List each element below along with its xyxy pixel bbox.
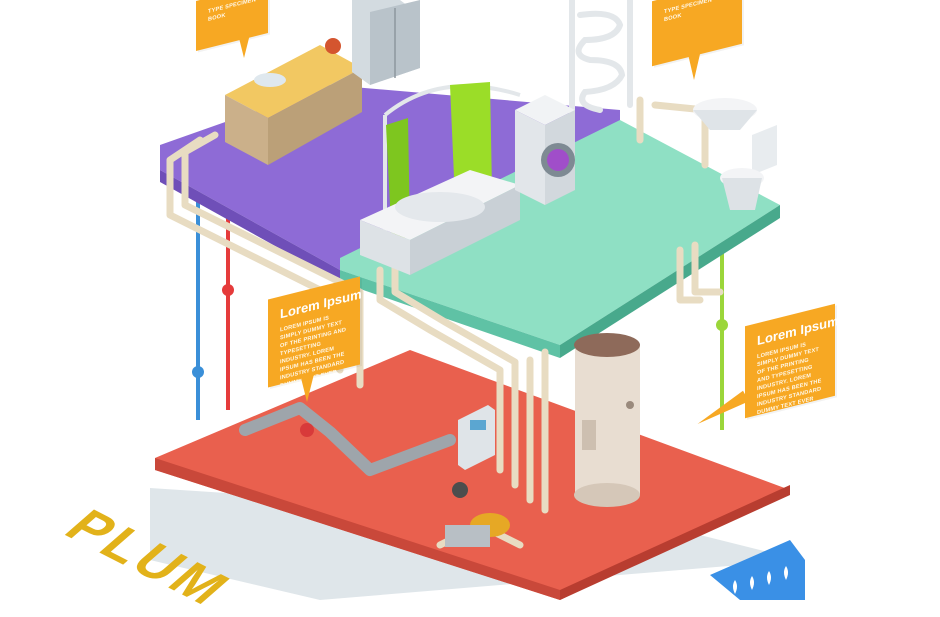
supply-lines bbox=[192, 200, 728, 430]
water-meter-icon bbox=[458, 405, 495, 470]
valve-handle[interactable] bbox=[300, 423, 314, 437]
main-pipe bbox=[239, 402, 456, 476]
bathtub-icon bbox=[360, 170, 520, 275]
toilet-icon bbox=[720, 125, 777, 210]
callout-top-left-tail bbox=[238, 34, 250, 58]
towel-radiator-icon bbox=[569, 0, 633, 128]
water-pump-icon bbox=[445, 482, 510, 547]
callout-top-left-body: type specimen book bbox=[208, 0, 256, 23]
plumbing-isometric-scene bbox=[150, 0, 805, 600]
callout-mid-left-tail bbox=[300, 374, 314, 402]
washing-machine-icon bbox=[515, 95, 575, 205]
callout-top-right-body: type specimen book bbox=[664, 0, 712, 24]
pipe-network bbox=[166, 96, 724, 549]
washbasin-icon bbox=[693, 98, 757, 130]
water-heater-icon bbox=[574, 333, 640, 507]
callout-top-right-tail bbox=[688, 54, 700, 80]
refrigerator-icon bbox=[352, 0, 420, 85]
water-drops-icon bbox=[710, 540, 805, 600]
kitchen-cabinet-icon bbox=[225, 38, 362, 165]
